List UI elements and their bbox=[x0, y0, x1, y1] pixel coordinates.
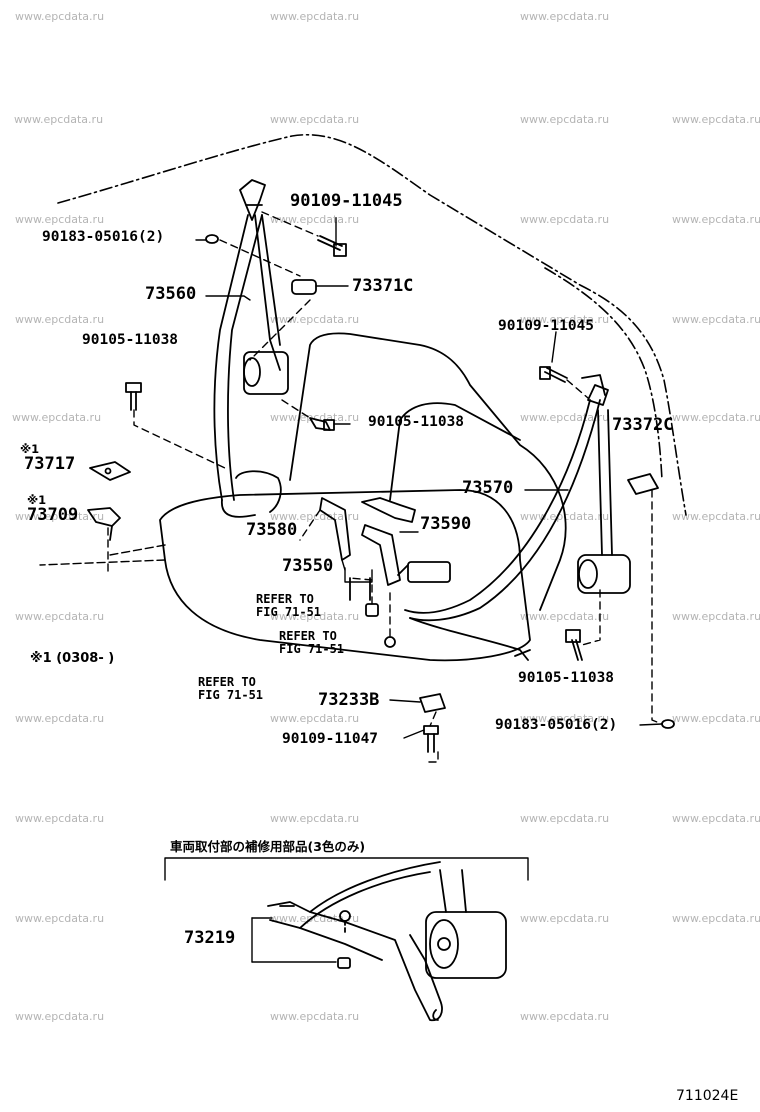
watermark-41: www.epcdata.ru bbox=[520, 1010, 610, 1023]
part-90109-11045-right[interactable]: 90109-11045 bbox=[498, 318, 595, 334]
watermark-8: www.epcdata.ru bbox=[270, 213, 360, 226]
footnote-mark-1: ※1 bbox=[20, 442, 40, 456]
watermark-5: www.epcdata.ru bbox=[520, 113, 610, 126]
fasteners bbox=[87, 234, 675, 753]
watermark-34: www.epcdata.ru bbox=[672, 812, 760, 825]
part-90105-11038-left[interactable]: 90105-11038 bbox=[82, 332, 179, 348]
watermark-2: www.epcdata.ru bbox=[520, 10, 610, 23]
part-73371c[interactable]: 73371C bbox=[352, 276, 414, 296]
watermark-7: www.epcdata.ru bbox=[15, 213, 105, 226]
part-73372c[interactable]: 73372C bbox=[612, 415, 674, 435]
footnote-mark-1b: ※1 bbox=[27, 493, 47, 507]
refer-fig-71-51-c-line1[interactable]: REFER TO bbox=[198, 675, 256, 689]
watermark-30: www.epcdata.ru bbox=[672, 712, 760, 725]
watermark-33: www.epcdata.ru bbox=[520, 812, 610, 825]
watermark-27: www.epcdata.ru bbox=[15, 712, 105, 725]
watermark-28: www.epcdata.ru bbox=[270, 712, 360, 725]
watermark-19: www.epcdata.ru bbox=[15, 510, 105, 523]
watermark-18: www.epcdata.ru bbox=[672, 411, 760, 424]
part-90183-05016-left[interactable]: 90183-05016(2) bbox=[42, 229, 165, 245]
footnote-0308: ※1 (0308- ) bbox=[30, 651, 115, 666]
inset-bracket bbox=[164, 857, 529, 881]
figure-number: 711024E bbox=[676, 1088, 739, 1104]
part-90183-05016-right[interactable]: 90183-05016(2) bbox=[495, 717, 618, 733]
watermark-32: www.epcdata.ru bbox=[270, 812, 360, 825]
inset-drawing bbox=[267, 861, 507, 1022]
watermark-25: www.epcdata.ru bbox=[520, 610, 610, 623]
watermark-20: www.epcdata.ru bbox=[270, 510, 360, 523]
left-belt-73560 bbox=[213, 179, 289, 518]
watermark-13: www.epcdata.ru bbox=[520, 313, 610, 326]
part-73550[interactable]: 73550 bbox=[282, 556, 334, 576]
right-belt-73570 bbox=[404, 374, 631, 661]
watermark-14: www.epcdata.ru bbox=[672, 313, 760, 326]
refer-fig-71-51-a-line1[interactable]: REFER TO bbox=[256, 592, 314, 606]
watermark-4: www.epcdata.ru bbox=[270, 113, 360, 126]
watermark-40: www.epcdata.ru bbox=[270, 1010, 360, 1023]
part-73709[interactable]: 73709 bbox=[27, 505, 79, 525]
watermark-23: www.epcdata.ru bbox=[15, 610, 105, 623]
refer-fig-71-51-a-line2[interactable]: FIG 71-51 bbox=[256, 605, 322, 619]
inset-leaders bbox=[251, 917, 337, 963]
part-73560[interactable]: 73560 bbox=[145, 284, 197, 304]
watermark-15: www.epcdata.ru bbox=[12, 411, 102, 424]
watermark-22: www.epcdata.ru bbox=[672, 510, 760, 523]
watermark-36: www.epcdata.ru bbox=[270, 912, 360, 925]
watermark-0: www.epcdata.ru bbox=[15, 10, 105, 23]
watermark-35: www.epcdata.ru bbox=[15, 912, 105, 925]
watermark-9: www.epcdata.ru bbox=[520, 213, 610, 226]
part-73580[interactable]: 73580 bbox=[246, 520, 298, 540]
part-90109-11047[interactable]: 90109-11047 bbox=[282, 731, 379, 747]
refer-fig-71-51-b-line1[interactable]: REFER TO bbox=[279, 629, 337, 643]
part-90109-11045-upper[interactable]: 90109-11045 bbox=[290, 191, 403, 211]
part-73590[interactable]: 73590 bbox=[420, 514, 472, 534]
seat-back bbox=[289, 332, 567, 611]
roof-outline bbox=[57, 134, 687, 516]
watermark-31: www.epcdata.ru bbox=[15, 812, 105, 825]
part-73219[interactable]: 73219 bbox=[184, 928, 236, 948]
watermark-3: www.epcdata.ru bbox=[14, 113, 104, 126]
refer-fig-71-51-b-line2[interactable]: FIG 71-51 bbox=[279, 642, 345, 656]
watermark-1: www.epcdata.ru bbox=[270, 10, 360, 23]
watermark-26: www.epcdata.ru bbox=[672, 610, 760, 623]
watermark-10: www.epcdata.ru bbox=[672, 213, 760, 226]
part-73570[interactable]: 73570 bbox=[462, 478, 514, 498]
watermark-37: www.epcdata.ru bbox=[520, 912, 610, 925]
watermark-12: www.epcdata.ru bbox=[270, 313, 360, 326]
watermark-24: www.epcdata.ru bbox=[270, 610, 360, 623]
watermark-39: www.epcdata.ru bbox=[15, 1010, 105, 1023]
watermark-6: www.epcdata.ru bbox=[672, 113, 760, 126]
part-90105-11038-right[interactable]: 90105-11038 bbox=[518, 670, 615, 686]
watermark-29: www.epcdata.ru bbox=[520, 712, 610, 725]
watermark-38: www.epcdata.ru bbox=[672, 912, 760, 925]
part-90105-11038-mid[interactable]: 90105-11038 bbox=[368, 414, 465, 430]
leader-lines bbox=[195, 217, 663, 739]
watermark-16: www.epcdata.ru bbox=[270, 411, 360, 424]
part-73233b[interactable]: 73233B bbox=[318, 690, 380, 710]
watermark-11: www.epcdata.ru bbox=[15, 313, 105, 326]
inset-header: 車両取付部の補修用部品(3色のみ) bbox=[170, 839, 366, 854]
refer-fig-71-51-c-line2[interactable]: FIG 71-51 bbox=[198, 688, 264, 702]
leader-dashes bbox=[107, 211, 663, 763]
part-73717[interactable]: 73717 bbox=[24, 454, 76, 474]
